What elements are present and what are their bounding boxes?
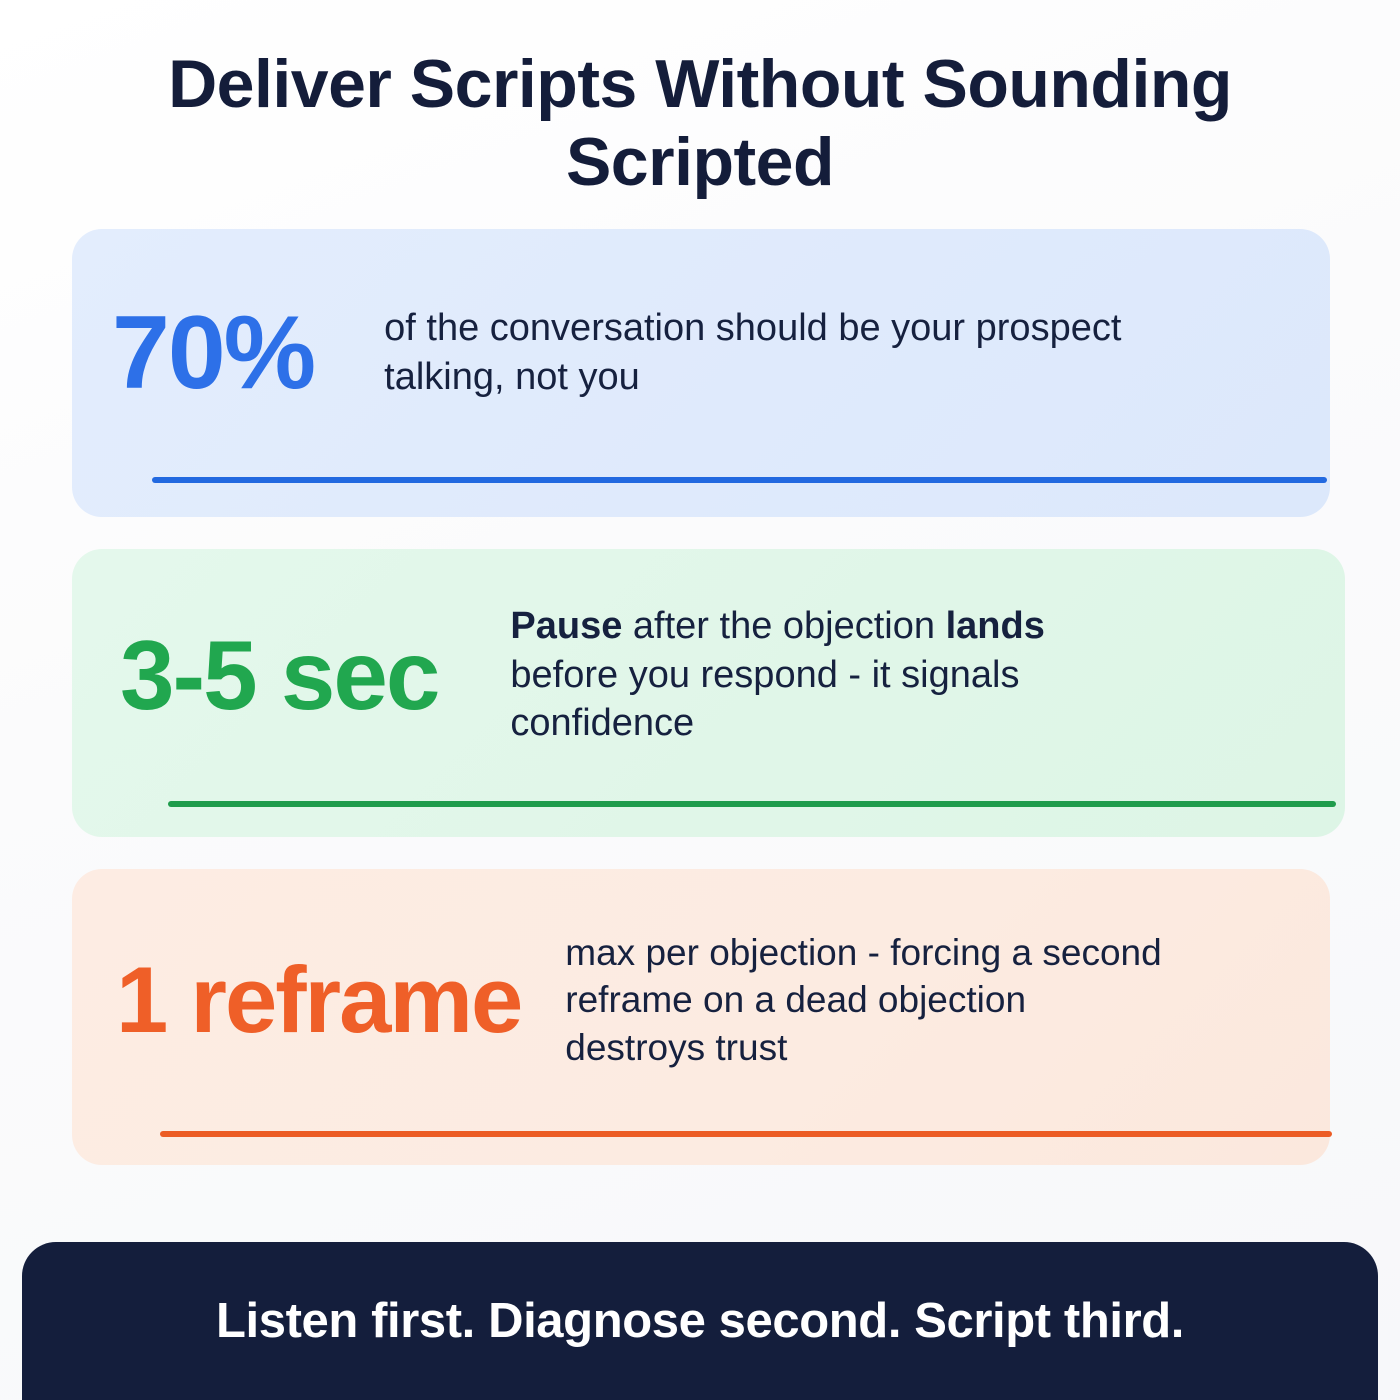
stat-description-green-text-1: after the objection	[622, 605, 946, 648]
stat-description-blue: of the conversation should be your prosp…	[384, 304, 1124, 401]
stat-card-blue-row: 70% of the conversation should be your p…	[112, 229, 1330, 477]
stat-value-orange: 1 reframe	[116, 947, 523, 1053]
stat-card-list: 70% of the conversation should be your p…	[0, 229, 1400, 1166]
footer-tagline: Listen first. Diagnose second. Script th…	[216, 1294, 1184, 1348]
stat-description-green-bold-2: lands	[945, 605, 1045, 648]
stat-value-blue: 70%	[112, 295, 316, 412]
stat-value-green: 3-5 sec	[120, 620, 440, 731]
stat-card-orange: 1 reframe max per objection - forcing a …	[72, 869, 1332, 1166]
stat-description-green: Pause after the objection lands before y…	[510, 602, 1110, 748]
stat-card-orange-row: 1 reframe max per objection - forcing a …	[116, 869, 1330, 1131]
accent-rule-blue	[152, 477, 1327, 484]
stat-description-green-bold-1: Pause	[510, 605, 623, 648]
stat-description-blue-text: of the conversation should be your prosp…	[384, 307, 1122, 399]
accent-rule-orange	[160, 1131, 1332, 1138]
stat-description-orange-text: max per objection - forcing a second ref…	[565, 931, 1162, 1068]
title-section: Deliver Scripts Without Sounding Scripte…	[0, 0, 1400, 201]
accent-rule-green	[168, 801, 1336, 808]
stat-card-green: 3-5 sec Pause after the objection lands …	[72, 549, 1345, 838]
stat-description-orange: max per objection - forcing a second ref…	[565, 929, 1165, 1071]
stat-card-green-row: 3-5 sec Pause after the objection lands …	[120, 549, 1345, 801]
stat-card-blue: 70% of the conversation should be your p…	[72, 229, 1330, 518]
page-title: Deliver Scripts Without Sounding Scripte…	[168, 46, 1232, 200]
footer-banner: Listen first. Diagnose second. Script th…	[22, 1242, 1378, 1400]
stat-description-green-text-2: before you respond - it signals confiden…	[510, 653, 1020, 745]
